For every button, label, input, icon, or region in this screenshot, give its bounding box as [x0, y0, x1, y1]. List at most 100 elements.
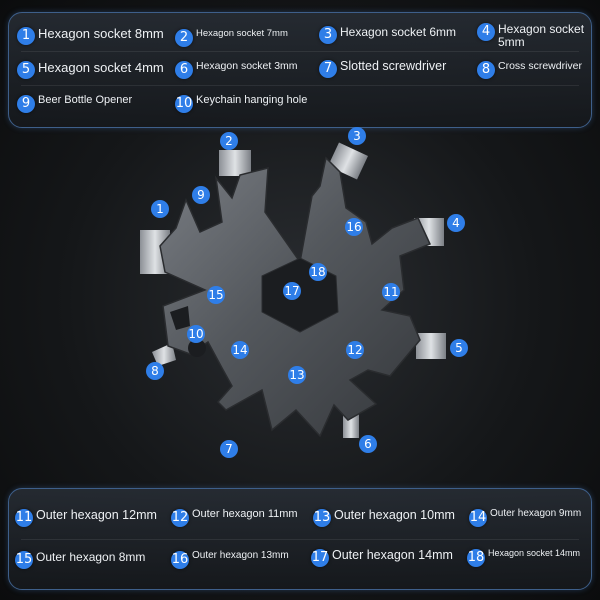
legend-label: Outer hexagon 8mm	[36, 550, 146, 564]
callout-7: 7	[220, 440, 238, 458]
legend-item-14: 14 Outer hexagon 9mm	[469, 508, 582, 527]
screwdriver-tip	[152, 343, 176, 366]
legend-label: Hexagon socket 4mm	[38, 60, 164, 75]
number-badge: 13	[313, 509, 331, 527]
svg-text:10: 10	[188, 327, 203, 341]
legend-item-5: 5 Hexagon socket 4mm	[17, 61, 164, 79]
legend-item-16: 16 Outer hexagon 13mm	[171, 550, 289, 569]
callout-3: 3	[348, 127, 366, 145]
callout-15: 15	[207, 286, 225, 304]
legend-label: Hexagon socket 5mm	[498, 22, 585, 49]
callout-12: 12	[346, 341, 364, 359]
legend-label: Outer hexagon 9mm	[490, 508, 582, 519]
number-badge: 5	[17, 61, 35, 79]
svg-text:4: 4	[452, 216, 460, 230]
legend-item-12: 12 Outer hexagon 11mm	[171, 508, 298, 527]
number-badge: 2	[175, 29, 193, 47]
callout-1: 1	[151, 200, 169, 218]
number-badge: 12	[171, 509, 189, 527]
callout-14: 14	[231, 341, 249, 359]
legend-item-18: 18 Hexagon socket 14mm	[467, 548, 581, 567]
bottle-opener-notch	[170, 306, 190, 330]
legend-label: Outer hexagon 10mm	[334, 508, 455, 522]
legend-item-9: 9 Beer Bottle Opener	[17, 94, 133, 113]
callout-8: 8	[146, 362, 164, 380]
legend-label: Outer hexagon 13mm	[192, 550, 289, 561]
legend-item-4: 4 Hexagon socket 5mm	[477, 23, 587, 48]
number-badge: 6	[175, 61, 193, 79]
number-badge: 3	[319, 26, 337, 44]
legend-item-2: 2 Hexagon socket 7mm	[175, 29, 288, 47]
legend-item-10: 10 Keychain hanging hole	[175, 94, 308, 113]
legend-label: Cross screwdriver	[498, 60, 583, 72]
callout-5: 5	[450, 339, 468, 357]
legend-label: Hexagon socket 7mm	[196, 28, 288, 39]
number-badge: 4	[477, 23, 495, 41]
legend-item-7: 7 Slotted screwdriver	[319, 59, 447, 78]
legend-divider	[21, 85, 579, 86]
legend-item-3: 3 Hexagon socket 6mm	[319, 26, 456, 44]
legend-label: Slotted screwdriver	[340, 59, 447, 73]
callout-6: 6	[359, 435, 377, 453]
svg-text:7: 7	[225, 442, 233, 456]
number-badge: 10	[175, 95, 193, 113]
svg-text:6: 6	[364, 437, 372, 451]
svg-text:13: 13	[289, 368, 304, 382]
svg-text:15: 15	[208, 288, 223, 302]
legend-label: Hexagon socket 3mm	[196, 60, 298, 72]
legend-item-11: 11 Outer hexagon 12mm	[15, 508, 157, 527]
callouts: 1 2 3 4 5 6 7 8 9 10 11 12 13 14 15 16 1…	[146, 127, 468, 458]
legend-label: Outer hexagon 11mm	[192, 508, 298, 520]
legend-divider	[21, 51, 579, 52]
legend-label: Keychain hanging hole	[196, 94, 308, 106]
legend-label: Hexagon socket 14mm	[488, 548, 581, 558]
svg-text:12: 12	[347, 343, 362, 357]
svg-text:14: 14	[232, 343, 247, 357]
svg-text:3: 3	[353, 129, 361, 143]
callout-10: 10	[187, 325, 205, 343]
callout-18: 18	[309, 263, 327, 281]
svg-text:8: 8	[151, 364, 159, 378]
callout-11: 11	[382, 283, 400, 301]
legend-label: Hexagon socket 6mm	[340, 25, 457, 39]
legend-label: Outer hexagon 12mm	[36, 508, 157, 522]
number-badge: 7	[319, 60, 337, 78]
legend-label: Hexagon socket 8mm	[38, 26, 164, 41]
svg-text:17: 17	[284, 284, 299, 298]
legend-item-17: 17 Outer hexagon 14mm	[311, 548, 453, 567]
svg-text:18: 18	[310, 265, 325, 279]
number-badge: 14	[469, 509, 487, 527]
number-badge: 17	[311, 549, 329, 567]
callout-13: 13	[288, 366, 306, 384]
number-badge: 16	[171, 551, 189, 569]
keychain-hole	[188, 339, 206, 357]
svg-text:16: 16	[346, 220, 361, 234]
svg-text:2: 2	[225, 134, 233, 148]
callout-9: 9	[192, 186, 210, 204]
legend-item-6: 6 Hexagon socket 3mm	[175, 60, 298, 79]
legend-panel-bottom: 11 Outer hexagon 12mm 12 Outer hexagon 1…	[8, 488, 592, 590]
svg-text:5: 5	[455, 341, 463, 355]
number-badge: 1	[17, 27, 35, 45]
legend-item-15: 15 Outer hexagon 8mm	[15, 551, 145, 569]
callout-2: 2	[220, 132, 238, 150]
callout-16: 16	[345, 218, 363, 236]
legend-item-8: 8 Cross screwdriver	[477, 60, 583, 79]
callout-17: 17	[283, 282, 301, 300]
svg-text:9: 9	[197, 188, 205, 202]
number-badge: 18	[467, 549, 485, 567]
svg-text:1: 1	[156, 202, 164, 216]
number-badge: 11	[15, 509, 33, 527]
legend-divider	[21, 539, 579, 540]
number-badge: 9	[17, 95, 35, 113]
legend-item-13: 13 Outer hexagon 10mm	[313, 508, 455, 527]
legend-label: Outer hexagon 14mm	[332, 548, 453, 562]
number-badge: 8	[477, 61, 495, 79]
callout-4: 4	[447, 214, 465, 232]
socket-bit-2	[219, 150, 251, 176]
socket-bit-5	[416, 333, 446, 359]
svg-text:11: 11	[383, 285, 398, 299]
number-badge: 15	[15, 551, 33, 569]
legend-label: Beer Bottle Opener	[38, 94, 133, 106]
